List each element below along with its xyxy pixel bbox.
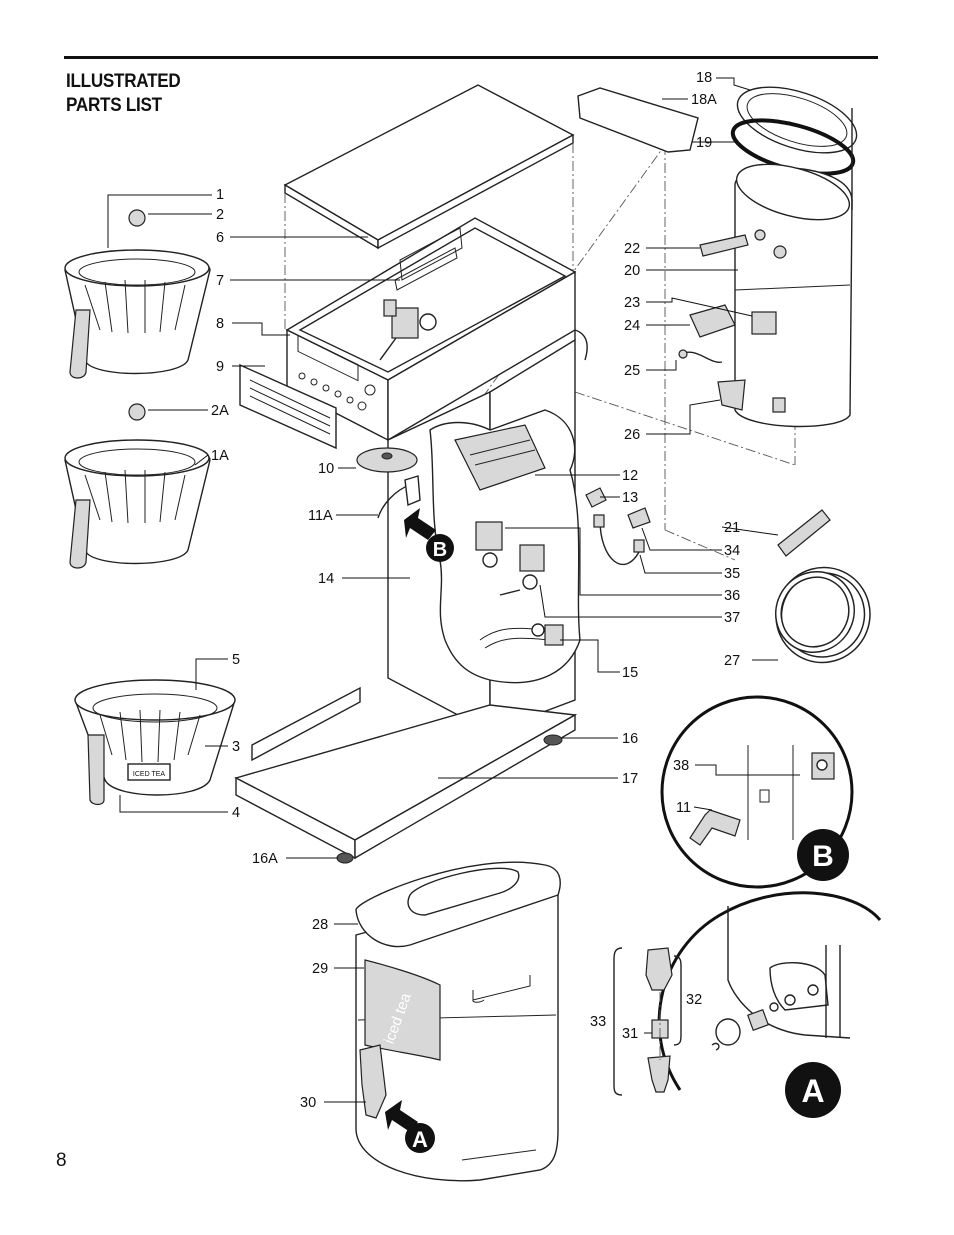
callout-36: 36 [724,588,740,604]
faucet-shank [689,809,741,846]
callout-34: 34 [724,543,740,559]
tank-assembly [577,86,858,428]
callout-27: 27 [724,653,740,669]
callout-31: 31 [622,1026,638,1042]
callout-19: 19 [696,135,712,151]
callout-25: 25 [624,363,640,379]
callout-24: 24 [624,318,640,334]
sprayhead [356,447,418,473]
callout-35: 35 [724,566,740,582]
callout-18: 18 [696,70,712,86]
callout-28: 28 [312,917,328,933]
detail-a-badge [785,1062,841,1118]
detail-b-letter: B [812,840,834,873]
tank-fitting [717,379,746,411]
tank-bracket [577,87,699,153]
callout-2: 2 [216,207,224,223]
callout-11a: 11A [308,508,333,524]
callout-9: 9 [216,359,224,375]
leg [543,734,563,746]
hose-coil [774,566,871,664]
callout-30: 30 [300,1095,316,1111]
page-title: ILLUSTRATED PARTS LIST [66,70,181,118]
callout-5: 5 [232,652,240,668]
callout-2a: 2A [211,403,229,419]
callout-18a: 18A [691,92,717,108]
callout-6: 6 [216,230,224,246]
header-rule [64,56,878,59]
callout-4: 4 [232,805,240,821]
detail-a: A [613,891,882,1118]
heater-plate [454,424,546,491]
title-line-2: PARTS LIST [66,95,162,116]
callout-32: 32 [686,992,702,1008]
callout-1: 1 [216,187,224,203]
inlet-valve [379,299,437,361]
callout-23: 23 [624,295,640,311]
funnel-3: ICED TEA [74,679,236,806]
callout-33: 33 [590,1014,606,1030]
arrow-b: B [404,508,454,562]
faucet-handle [645,947,673,991]
faucet-nut [715,1018,741,1046]
dispenser-faucet [359,1044,387,1119]
marker-b-letter: B [433,539,447,561]
page-number: 8 [56,1150,67,1171]
title-line-1: ILLUSTRATED [66,71,181,92]
callout-labels: 1 2 6 7 8 9 2A 1A 10 11A 14 5 3 4 16A 28… [211,70,740,1111]
callout-16: 16 [622,731,638,747]
callout-10: 10 [318,461,334,477]
callout-16a: 16A [252,851,278,867]
callout-11: 11 [676,800,691,816]
funnel-decal [127,763,171,781]
brewer-housing [234,84,796,864]
arrow-a: A [385,1100,435,1153]
silicone-tube [777,509,831,557]
callout-21: 21 [724,520,740,536]
marker-a-letter: A [412,1127,428,1152]
funnel-1 [64,209,211,379]
callout-8: 8 [216,316,224,332]
callout-3: 3 [232,739,240,755]
callout-17: 17 [622,771,638,787]
tea-dispenser: iced tea [355,861,561,1182]
front-decal [239,363,337,450]
callout-7: 7 [216,273,224,289]
callout-29: 29 [312,961,328,977]
detail-b-badge [797,829,849,881]
faucet-body [647,1055,671,1093]
detail-a-letter: A [801,1073,824,1109]
callout-14: 14 [318,571,334,587]
callout-20: 20 [624,263,640,279]
tank-relay [689,304,736,338]
callout-15: 15 [622,665,638,681]
funnel-1a [64,403,211,569]
marker-a [405,1123,435,1153]
tank-probe [699,234,749,257]
callout-12: 12 [622,468,638,484]
callout-13: 13 [622,490,638,506]
marker-b [426,534,454,562]
detail-b: B [660,695,854,889]
funnel-decal-text: ICED TEA [133,771,165,778]
callout-26: 26 [624,427,640,443]
leg-front [336,852,354,864]
callout-1a: 1A [211,448,229,464]
callout-22: 22 [624,241,640,257]
funnel-tip [128,209,146,227]
callout-37: 37 [724,610,740,626]
callout-38: 38 [673,758,689,774]
leader-lines [107,77,800,1103]
